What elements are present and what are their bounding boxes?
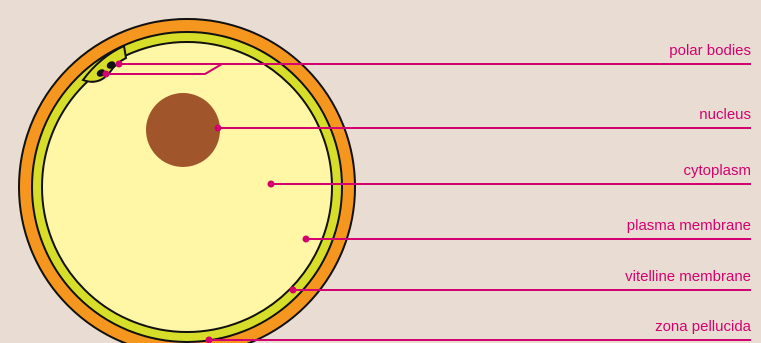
nucleus-shape	[146, 93, 220, 167]
cytoplasm-dot	[268, 181, 275, 188]
polar-bodies-dot	[116, 61, 123, 68]
plasma-membrane-dot	[303, 236, 310, 243]
nucleus-dot	[215, 125, 222, 132]
cytoplasm-area	[42, 42, 332, 332]
label-plasma-membrane: plasma membrane	[627, 217, 751, 234]
vitelline-membrane-dot	[290, 287, 297, 294]
labels: polar bodies nucleus cytoplasm plasma me…	[625, 42, 752, 335]
oocyte	[19, 19, 355, 343]
label-polar-bodies: polar bodies	[669, 42, 751, 59]
label-vitelline-membrane: vitelline membrane	[625, 268, 751, 285]
label-zona-pellucida: zona pellucida	[655, 318, 752, 335]
polar-bodies-dot-2	[103, 71, 110, 78]
label-cytoplasm: cytoplasm	[683, 162, 751, 179]
label-nucleus: nucleus	[699, 106, 751, 123]
